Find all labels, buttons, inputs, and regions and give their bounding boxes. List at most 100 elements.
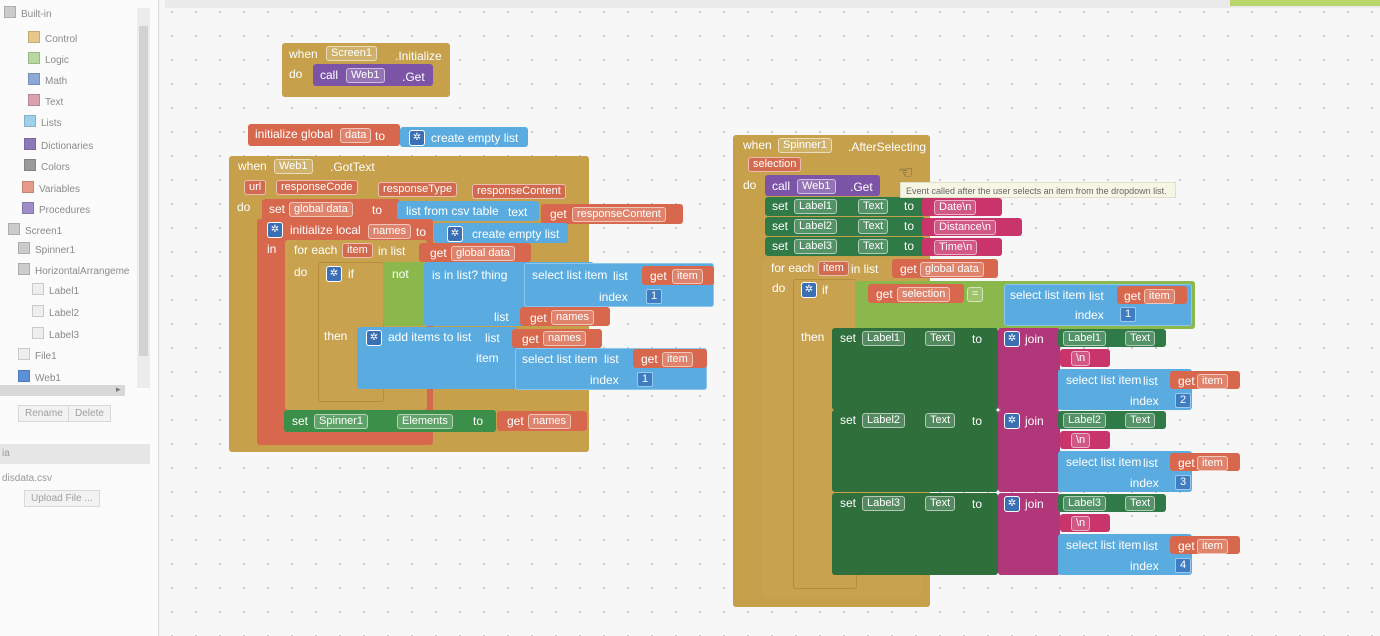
get-item-block[interactable] [1170, 371, 1240, 389]
label-dropdown[interactable]: Label2 [794, 219, 838, 234]
text-prop-dropdown[interactable]: Text [1125, 413, 1156, 428]
tree-item-control[interactable]: Control [28, 31, 77, 45]
tree-item-built-in[interactable]: Built-in [4, 6, 52, 20]
get-selection-block[interactable] [868, 284, 964, 303]
string-value[interactable]: Distance\n [934, 220, 996, 235]
get-item-block[interactable] [1170, 536, 1240, 554]
gear-icon[interactable]: ✲ [447, 226, 463, 242]
item-dropdown[interactable]: item [1197, 374, 1228, 389]
text-prop-dropdown[interactable]: Text [925, 496, 956, 511]
tree-item-logic[interactable]: Logic [28, 52, 69, 66]
tree-item-web1[interactable]: Web1 [18, 370, 61, 384]
names-dropdown[interactable]: names [551, 310, 595, 325]
string-block[interactable] [922, 218, 1022, 236]
label-text-getter[interactable] [1058, 411, 1166, 429]
tree-item-math[interactable]: Math [28, 73, 67, 87]
gear-icon[interactable]: ✲ [409, 130, 425, 146]
item-var-field[interactable]: item [818, 261, 849, 276]
call-web-get-block[interactable] [313, 64, 433, 86]
component-dropdown[interactable]: Screen1 [326, 46, 377, 61]
set-label-text-block[interactable] [832, 328, 998, 410]
get-global-data-block[interactable] [892, 259, 998, 278]
delete-button[interactable]: Delete [68, 405, 111, 422]
set-label-text-block[interactable] [832, 410, 998, 492]
item-dropdown[interactable]: item [1197, 456, 1228, 471]
get-item-block[interactable] [633, 349, 707, 368]
text-prop-dropdown[interactable]: Text [858, 199, 889, 214]
tree-item-label1[interactable]: Label1 [32, 283, 79, 297]
text-prop-dropdown[interactable]: Text [925, 331, 956, 346]
set-label-text-block[interactable] [765, 197, 925, 216]
get-names-block[interactable] [512, 329, 602, 348]
index-number[interactable]: 3 [1175, 475, 1192, 490]
index-number[interactable]: 2 [1175, 393, 1192, 408]
init-global-block[interactable] [248, 124, 400, 146]
get-names-block[interactable] [520, 307, 610, 326]
upload-file-button[interactable]: Upload File ... [24, 490, 100, 507]
set-label-text-block[interactable] [765, 217, 925, 236]
media-file[interactable]: disdata.csv [2, 473, 53, 484]
label-dropdown[interactable]: Label1 [1063, 331, 1107, 346]
global-data-dropdown[interactable]: global data [920, 262, 984, 277]
newline-value[interactable]: \n [1071, 516, 1091, 531]
equals-dropdown[interactable]: = [967, 287, 984, 302]
param-responsecontent[interactable]: responseContent [472, 184, 566, 199]
gear-icon[interactable]: ✲ [267, 222, 283, 238]
label-dropdown[interactable]: Label1 [862, 331, 906, 346]
create-empty-list-block[interactable] [400, 127, 528, 147]
label-dropdown[interactable]: Label1 [794, 199, 838, 214]
newline-value[interactable]: \n [1071, 433, 1091, 448]
global-data-dropdown[interactable]: global data [451, 246, 515, 261]
tree-item-text[interactable]: Text [28, 94, 63, 108]
param-responsetype[interactable]: responseType [378, 182, 458, 197]
item-dropdown[interactable]: item [672, 269, 703, 284]
tree-item-screen1[interactable]: Screen1 [8, 223, 62, 237]
select-list-item-block[interactable] [1058, 534, 1192, 575]
param-responsecode[interactable]: responseCode [276, 180, 358, 195]
set-global-data-block[interactable] [262, 199, 400, 221]
horizontal-scrollbar[interactable] [0, 385, 125, 396]
tree-item-variables[interactable]: Variables [22, 181, 80, 195]
gear-icon[interactable]: ✲ [801, 282, 817, 298]
selection-dropdown[interactable]: selection [897, 287, 951, 302]
index-number[interactable]: 1 [1120, 307, 1137, 322]
get-item-block[interactable] [1117, 286, 1187, 304]
gear-icon[interactable]: ✲ [1004, 331, 1020, 347]
index-number[interactable]: 1 [646, 289, 663, 304]
text-prop-dropdown[interactable]: Text [1125, 496, 1156, 511]
elements-dropdown[interactable]: Elements [397, 414, 453, 429]
set-spinner-elements-block[interactable] [284, 410, 496, 432]
tree-item-label3[interactable]: Label3 [32, 327, 79, 341]
label-dropdown[interactable]: Label2 [1063, 413, 1107, 428]
create-empty-list-block[interactable] [434, 223, 568, 243]
get-item-block[interactable] [642, 266, 714, 285]
component-dropdown[interactable]: Spinner1 [778, 138, 833, 153]
names-dropdown[interactable]: names [528, 414, 572, 429]
responsecontent-dropdown[interactable]: responseContent [572, 207, 666, 222]
label-text-getter[interactable] [1058, 494, 1166, 512]
names-dropdown[interactable]: names [543, 331, 587, 346]
text-prop-dropdown[interactable]: Text [858, 219, 889, 234]
tree-item-spinner1[interactable]: Spinner1 [18, 242, 75, 256]
gear-icon[interactable]: ✲ [1004, 413, 1020, 429]
call-web-get-block[interactable] [765, 175, 880, 196]
select-list-item-block[interactable] [1058, 369, 1192, 410]
label-dropdown[interactable]: Label2 [862, 413, 906, 428]
text-prop-dropdown[interactable]: Text [925, 413, 956, 428]
label-dropdown[interactable]: Label3 [1063, 496, 1107, 511]
scroll-right-arrow-icon[interactable]: ▸ [116, 384, 121, 394]
label-dropdown[interactable]: Label3 [794, 239, 838, 254]
index-number[interactable]: 1 [637, 372, 654, 387]
label-dropdown[interactable]: Label3 [862, 496, 906, 511]
string-value[interactable]: Date\n [934, 200, 977, 215]
tree-item-horizontalarrangeme[interactable]: HorizontalArrangeme [18, 263, 130, 277]
get-global-data-block[interactable] [419, 243, 531, 262]
item-dropdown[interactable]: item [1144, 289, 1175, 304]
list-from-csv-block[interactable] [397, 201, 539, 221]
label-text-getter[interactable] [1058, 329, 1166, 347]
spinner-dropdown[interactable]: Spinner1 [314, 414, 369, 429]
select-list-item-block[interactable] [1058, 451, 1192, 492]
local-name-field[interactable]: names [368, 224, 412, 239]
string-block[interactable] [922, 198, 1002, 216]
vertical-scrollbar[interactable] [137, 8, 150, 388]
